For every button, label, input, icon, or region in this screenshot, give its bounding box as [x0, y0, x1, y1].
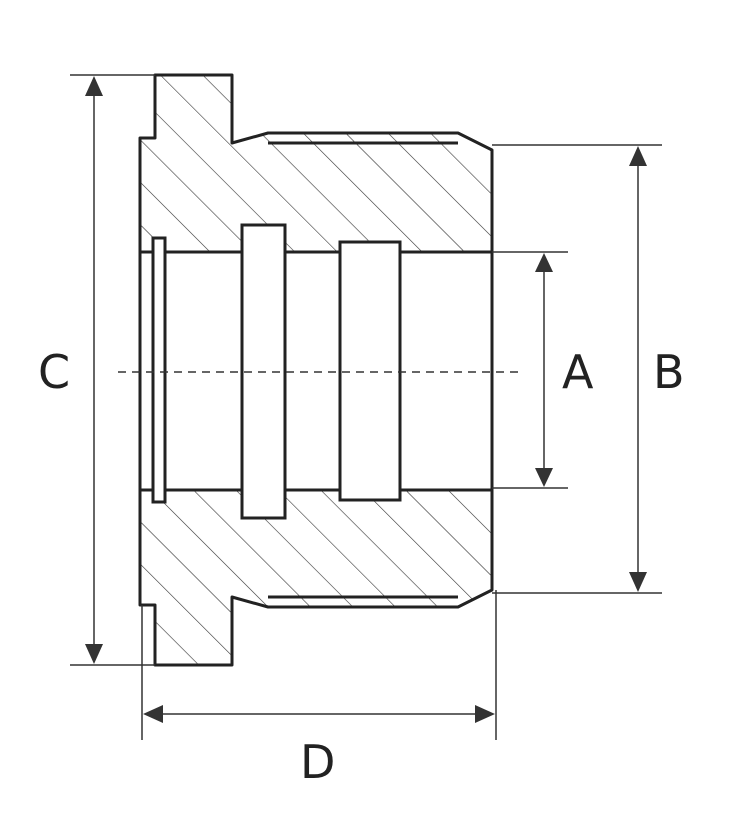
dimension-a — [535, 253, 553, 487]
upper-section-hatch — [140, 75, 492, 252]
dimension-b — [629, 146, 647, 592]
bore-interior — [142, 254, 490, 488]
inner-groove-2 — [338, 240, 402, 502]
dimension-c — [85, 76, 103, 664]
dimension-d — [143, 705, 495, 723]
label-d: D — [300, 735, 335, 789]
face-seal — [151, 236, 167, 504]
label-b: B — [653, 345, 685, 399]
lower-section-hatch — [140, 490, 492, 665]
label-c: C — [38, 345, 70, 399]
label-a: A — [562, 345, 594, 399]
body-outline — [138, 73, 494, 667]
